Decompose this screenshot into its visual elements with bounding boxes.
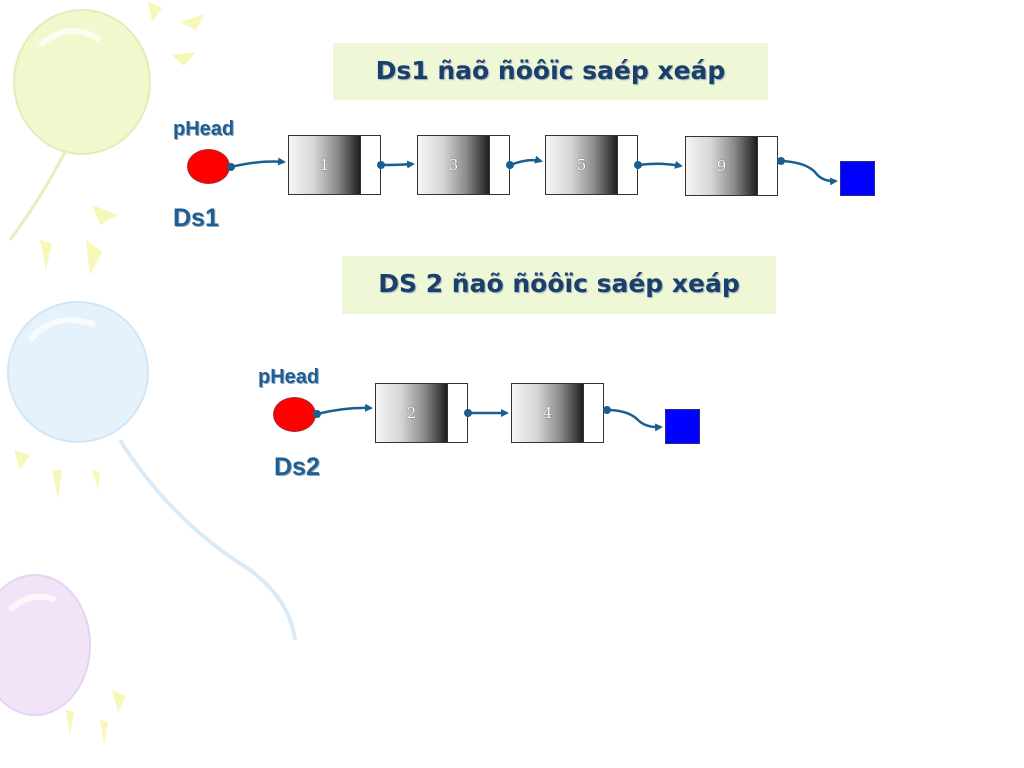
list2-title: DS 2 ñaõ ñöôïc saép xeáp xyxy=(342,256,776,314)
list1-node: 9 xyxy=(685,136,778,196)
blue-balloon xyxy=(7,301,297,641)
node-next-field xyxy=(618,136,637,194)
node-next-field xyxy=(758,137,777,195)
list2-name: Ds2 xyxy=(274,453,320,481)
list1-title: Ds1 ñaõ ñöôïc saép xeáp xyxy=(333,43,768,100)
node-next-field xyxy=(361,136,380,194)
list1-node: 5 xyxy=(545,135,638,195)
yellow-balloon xyxy=(8,9,151,241)
sparkle-rays xyxy=(14,2,205,745)
list1-head-label: pHead xyxy=(173,118,235,140)
node-value: 9 xyxy=(686,137,758,195)
list2-node: 2 xyxy=(375,383,468,443)
list2-head-pointer xyxy=(273,397,316,432)
list2-head-label: pHead xyxy=(258,366,320,388)
list2-node: 4 xyxy=(511,383,604,443)
node-value: 3 xyxy=(418,136,490,194)
list1-node: 1 xyxy=(288,135,381,195)
node-next-field xyxy=(584,384,603,442)
node-value: 2 xyxy=(376,384,448,442)
list1-node: 3 xyxy=(417,135,510,195)
list1-name: Ds1 xyxy=(173,204,219,232)
node-next-field xyxy=(448,384,467,442)
list2-null-terminator xyxy=(665,409,700,444)
node-value: 4 xyxy=(512,384,584,442)
purple-balloon xyxy=(0,574,91,716)
list1-head-pointer xyxy=(187,149,230,184)
list1-null-terminator xyxy=(840,161,875,196)
node-value: 1 xyxy=(289,136,361,194)
node-value: 5 xyxy=(546,136,618,194)
node-next-field xyxy=(490,136,509,194)
